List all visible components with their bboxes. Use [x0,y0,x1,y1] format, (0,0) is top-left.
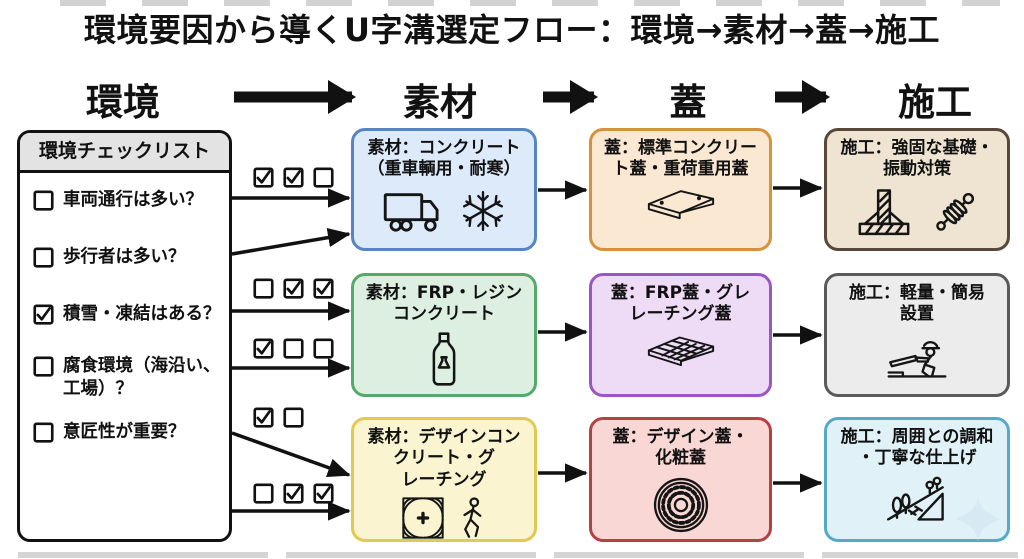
pedestrian-icon [458,497,486,539]
checkbox-checked-icon [253,338,274,363]
cover-box-frp-grating: 蓋：FRP蓋・グレ レーチング蓋 [589,273,772,397]
checkbox-checked-icon [313,483,334,508]
column-header-cover: 蓋 [669,81,707,124]
material-box-design: 素材：デザインコン クリート・グ レーチング [351,417,537,542]
grating-icon [645,332,717,370]
arrow-check-group [253,278,334,303]
column-header-environment: 環境 [86,81,160,124]
bottom-artifact-strip [18,552,1018,558]
box-title: 施工：軽量・簡易 設置 [849,283,985,325]
top-artifact-strip [60,0,1000,6]
box-title: 蓋：FRP蓋・グレ レーチング蓋 [610,283,751,325]
checkbox-unchecked-icon [283,338,304,363]
ornate-cover-icon [652,476,710,534]
sparkle-icon [956,497,1000,545]
foundation-icon [854,187,914,239]
checklist-item: 意匠性が重要？ [33,421,186,447]
box-title: 施工：周囲との調和 ・丁寧な仕上げ [840,427,994,469]
box-icons [592,187,769,221]
box-title: 素材：FRP・レジン コンクリート [365,283,523,325]
checklist-item-label: 腐食環境（海沿い、 工場）？ [63,356,221,399]
checkbox-checked-icon [283,483,304,508]
box-icons [827,187,1007,239]
landscaping-icon [885,476,949,526]
checklist-item: 車両通行は多い？ [33,189,203,215]
checkbox-unchecked-icon [313,338,334,363]
box-icons [592,332,769,370]
checklist-item-label: 車両通行は多い？ [63,190,203,210]
checkbox-unchecked-icon [283,407,304,432]
material-to-cover-arrows [538,180,588,483]
material-box-frp-resin: 素材：FRP・レジン コンクリート [351,273,537,397]
arrow-check-group [253,483,334,508]
checklist-header: 環境チェックリスト [20,133,229,173]
checklist-item-label: 積雪・凍結はある？ [63,304,221,324]
snowflake-icon [461,189,505,233]
box-title: 施工：強固な基礎・ 振動対策 [840,138,994,180]
checkbox-unchecked-icon[interactable] [33,356,54,381]
checkbox-checked-icon [313,278,334,303]
box-title: 素材：デザインコン クリート・グ レーチング [367,427,521,490]
checkbox-unchecked-icon[interactable] [33,190,54,215]
construction-box-lightweight: 施工：軽量・簡易 設置 [824,273,1010,397]
checkbox-checked-icon [283,167,304,192]
checkbox-unchecked-icon [313,167,334,192]
shock-absorber-icon [928,187,980,239]
checklist-item-label: 歩行者は多い？ [63,247,186,267]
cover-box-design: 蓋：デザイン蓋・ 化粧蓋 [589,417,772,542]
checkbox-checked-icon [253,167,274,192]
arrow-check-group [253,167,334,192]
box-icons [592,476,769,534]
checklist-item-label: 意匠性が重要？ [63,422,186,442]
material-box-concrete: 素材：コンクリート （重車輌用・耐寒） [351,128,537,251]
arrow-check-group [253,338,334,363]
page-title: 環境要因から導くU字溝選定フロー：環境→素材→蓋→施工 [84,11,940,49]
cover-to-construction-arrows [773,178,823,493]
checkbox-unchecked-icon [253,278,274,303]
box-icons [827,332,1007,380]
checkbox-unchecked-icon[interactable] [33,247,54,272]
resin-bottle-icon [427,331,461,386]
checkbox-unchecked-icon[interactable] [33,422,54,447]
box-title: 蓋：デザイン蓋・ 化粧蓋 [612,427,749,469]
construction-box-foundation: 施工：強固な基礎・ 振動対策 [824,128,1010,251]
cover-box-standard-concrete: 蓋：標準コンクリー ト蓋・重荷重用蓋 [589,128,772,251]
checkbox-unchecked-icon [253,483,274,508]
column-header-material: 素材 [403,81,477,124]
checkbox-checked-icon [283,278,304,303]
checklist-item: 歩行者は多い？ [33,246,186,272]
concrete-lid-icon [645,187,717,221]
box-icons [354,497,534,539]
box-icons [354,331,534,386]
box-title: 素材：コンクリート （重車輌用・耐寒） [367,138,521,180]
worker-icon [884,332,950,380]
checklist-item: 積雪・凍結はある？ [33,303,221,329]
tile-pattern-icon [402,497,444,539]
arrow-check-group [253,407,304,432]
box-icons [354,187,534,235]
box-title: 蓋：標準コンクリー ト蓋・重荷重用蓋 [604,138,757,180]
checklist-item: 腐食環境（海沿い、 工場）？ [33,355,221,401]
checkbox-checked-icon[interactable] [33,304,54,329]
environment-checklist-panel: 環境チェックリスト 車両通行は多い？ 歩行者は多い？ 積雪・凍結はある？ 腐食環境（海… [17,130,232,542]
column-header-construction: 施工 [898,81,972,124]
box-icons [827,476,1007,526]
checkbox-checked-icon [253,407,274,432]
truck-icon [383,187,447,235]
